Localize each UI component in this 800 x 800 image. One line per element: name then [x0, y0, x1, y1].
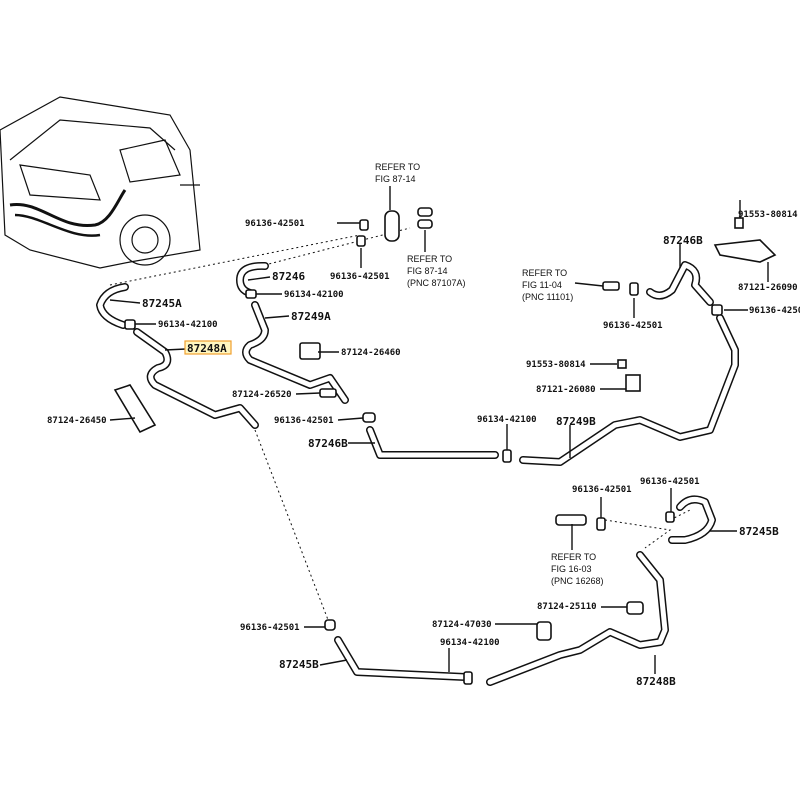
part-label[interactable]: 87248B	[636, 675, 676, 688]
part-label[interactable]: 91553-80814	[526, 360, 586, 370]
part-label[interactable]: 87124-26520	[232, 390, 292, 400]
part-labels: 96136-42501 87246 96136-42501 96134-4210…	[47, 210, 800, 688]
clamps	[113, 207, 777, 685]
ref-note-line: (PNC 11101)	[522, 292, 573, 302]
ref-note-line: FIG 87-14	[407, 266, 448, 276]
part-label[interactable]: 96136-42501	[572, 485, 632, 495]
part-label[interactable]: 87245B	[279, 658, 319, 671]
van-illustration	[0, 96, 201, 269]
part-label[interactable]: 91553-80814	[738, 210, 798, 220]
part-label[interactable]: 96136-42501	[274, 416, 334, 426]
part-label[interactable]: 87124-25110	[537, 602, 597, 612]
part-label[interactable]: 87124-47030	[432, 620, 492, 630]
part-label[interactable]: 96134-42100	[284, 290, 344, 300]
part-label[interactable]: 96136-42501	[245, 219, 305, 229]
part-label[interactable]: 87245B	[739, 525, 779, 538]
part-label[interactable]: 87249A	[291, 310, 331, 323]
ref-note-line: FIG 87-14	[375, 174, 416, 184]
leader-lines	[109, 186, 769, 674]
part-label-highlighted[interactable]: 87248A	[187, 342, 227, 355]
ref-note-line: (PNC 87107A)	[407, 278, 466, 288]
part-label[interactable]: 87121-26080	[536, 385, 596, 395]
ref-note-line: REFER TO	[522, 268, 567, 278]
ref-note-line: REFER TO	[407, 254, 452, 264]
part-label[interactable]: 87121-26090	[738, 283, 798, 293]
ref-note-line: FIG 11-04	[522, 280, 562, 290]
ref-note-line: REFER TO	[375, 162, 420, 172]
part-label[interactable]: 96136-42501	[330, 272, 390, 282]
part-label[interactable]: 87124-26460	[341, 348, 401, 358]
part-label[interactable]: 87245A	[142, 297, 182, 310]
part-label[interactable]: 96134-42100	[477, 415, 537, 425]
highlight-box	[184, 340, 232, 355]
part-label[interactable]: 96136-42501	[603, 321, 663, 331]
part-label[interactable]: 87124-26450	[47, 416, 107, 426]
part-label[interactable]: 96136-42501	[240, 623, 300, 633]
part-label[interactable]: 87246B	[663, 234, 703, 247]
ref-note-line: FIG 16-03	[551, 564, 592, 574]
part-label[interactable]: 96136-42501	[749, 306, 800, 316]
part-label[interactable]: 96134-42100	[440, 638, 500, 648]
hoses	[96, 261, 739, 686]
ref-note-line: (PNC 16268)	[551, 576, 604, 586]
part-label[interactable]: 87246	[272, 270, 305, 283]
part-label[interactable]: 96136-42501	[640, 477, 700, 487]
part-label[interactable]: 87249B	[556, 415, 596, 428]
part-label[interactable]: 96134-42100	[158, 320, 218, 330]
reference-notes: REFER TO FIG 87-14 REFER TO FIG 87-14 (P…	[375, 162, 604, 586]
ref-note-line: REFER TO	[551, 552, 596, 562]
part-label[interactable]: 87246B	[308, 437, 348, 450]
